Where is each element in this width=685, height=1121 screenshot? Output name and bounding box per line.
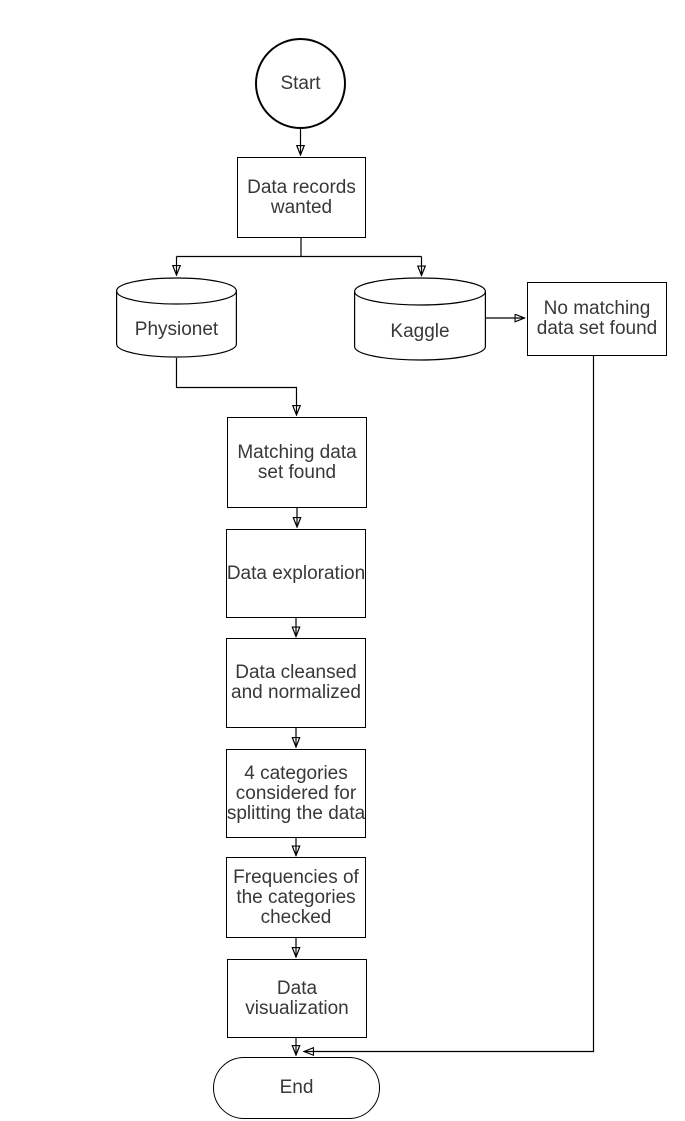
- node-matching-data-set-found: Matching data set found: [227, 417, 367, 508]
- node-end-label: End: [279, 1077, 314, 1098]
- node-frequencies-label: Frequencies of the categories checked: [233, 866, 359, 928]
- node-end: End: [213, 1057, 380, 1119]
- node-matching-label: Matching data set found: [237, 441, 357, 483]
- node-start-label: Start: [280, 72, 321, 94]
- node-4-categories-splitting: 4 categories considered for splitting th…: [226, 749, 366, 838]
- cylinder-shape-kaggle: [354, 277, 486, 361]
- node-kaggle-database: Kaggle: [354, 277, 486, 361]
- edge-physionet-to-matching: [175, 358, 297, 415]
- node-no-matching-data-set-found: No matching data set found: [527, 282, 667, 356]
- node-no-matching-label: No matching data set found: [536, 298, 658, 339]
- node-data-records-wanted: Data records wanted: [237, 157, 366, 238]
- node-data-visualization-label: Data visualization: [245, 977, 349, 1019]
- node-data-cleansed-normalized: Data cleansed and normalized: [226, 638, 366, 728]
- node-data-records-wanted-label: Data records wanted: [247, 176, 356, 218]
- node-data-cleansed-label: Data cleansed and normalized: [231, 662, 361, 703]
- node-start: Start: [255, 38, 346, 129]
- node-data-exploration: Data exploration: [226, 529, 366, 618]
- node-physionet-database: Physionet: [116, 277, 237, 358]
- node-kaggle-label: Kaggle: [390, 321, 450, 342]
- node-4-categories-label: 4 categories considered for splitting th…: [226, 762, 366, 824]
- node-data-exploration-label: Data exploration: [226, 562, 366, 584]
- cylinder-shape-physionet: [116, 277, 237, 358]
- node-physionet-label: Physionet: [134, 319, 219, 340]
- node-frequencies-checked: Frequencies of the categories checked: [226, 857, 366, 938]
- node-data-visualization: Data visualization: [227, 959, 367, 1038]
